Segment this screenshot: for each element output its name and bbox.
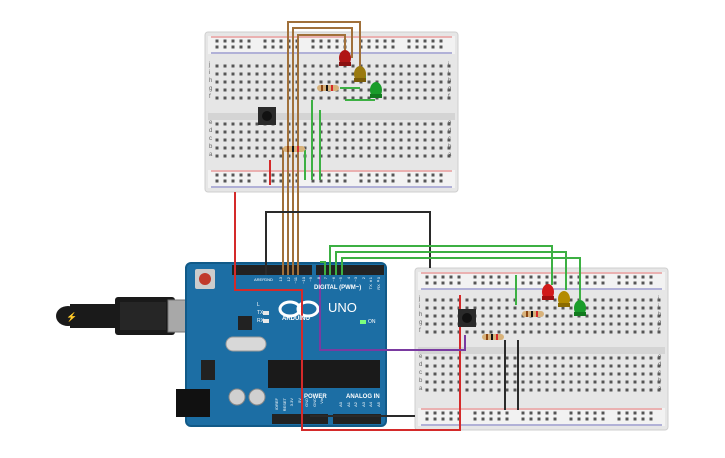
power-label: POWER (304, 394, 327, 400)
row-letter: i (658, 304, 660, 310)
gnd-label: GND (264, 277, 273, 282)
tx-label: TX (257, 310, 264, 316)
arduino-model-text: UNO (328, 300, 357, 315)
svg-text:⚡: ⚡ (66, 311, 77, 323)
row-letter: h (448, 78, 452, 84)
row-letter: e (658, 354, 662, 360)
led-green-top (370, 82, 382, 98)
digital-pin-label: 4 (345, 277, 351, 280)
row-letter: i (419, 304, 421, 310)
power-pin-label: IOREF (274, 398, 279, 411)
row-letter: h (658, 312, 662, 318)
row-letter: d (209, 128, 213, 134)
led-green-bottom (574, 300, 586, 316)
power-pin-label: 3.3V (289, 398, 294, 407)
breadboard-top[interactable] (204, 31, 459, 193)
digital-pin-label: 8 (315, 277, 321, 280)
power-pin-label: 5V (296, 398, 302, 403)
digital-pin-label: TX▸1 (368, 277, 373, 290)
arduino-uno[interactable] (176, 262, 387, 427)
bottom-components (458, 284, 586, 340)
row-letter: g (658, 320, 662, 326)
analog-pin-label: A3 (360, 402, 366, 407)
row-letter: i (209, 70, 211, 76)
digital-pin-label: RX◂0 (375, 277, 381, 290)
rx-label: RX (257, 318, 264, 324)
power-pin-label: RESET (281, 398, 287, 412)
row-letter: j (448, 62, 450, 68)
analog-pin-label: A2 (353, 402, 358, 407)
digital-pin-label: ~9 (308, 277, 313, 282)
digital-pin-label: ~5 (338, 277, 343, 282)
analog-label: ANALOG IN (346, 394, 380, 400)
row-letter: e (209, 120, 213, 126)
l-label: L (257, 302, 260, 308)
digital-pin-label: 12 (285, 277, 291, 282)
analog-pin-label: A0 (338, 402, 343, 407)
row-letter: j (658, 296, 660, 302)
row-letter: f (209, 94, 211, 100)
row-letter: b (419, 378, 423, 384)
led-red-bottom (542, 284, 554, 300)
row-letter: d (419, 362, 423, 368)
row-letter: i (448, 70, 450, 76)
row-letter: a (209, 152, 213, 158)
row-letter: h (419, 312, 423, 318)
breadboard-bottom[interactable] (414, 267, 669, 431)
row-letter: b (658, 378, 662, 384)
row-letter: f (448, 94, 450, 100)
row-letter: j (209, 62, 211, 68)
row-letter: g (448, 86, 452, 92)
row-letter: f (419, 328, 421, 334)
led-yellow-top (354, 66, 366, 82)
row-letter: a (448, 152, 452, 158)
led-yellow-bottom (558, 291, 570, 307)
row-letter: c (448, 136, 451, 142)
row-letter: j (419, 296, 421, 302)
row-letter: e (419, 354, 423, 360)
wires (234, 21, 581, 431)
row-letter: a (658, 386, 662, 392)
digital-pin-label: ~11 (293, 277, 298, 284)
led-red-top (339, 50, 351, 66)
aref-label: AREF (254, 277, 265, 282)
power-pin-label: Vin (319, 398, 324, 404)
digital-pin-label: 2 (360, 277, 366, 280)
row-letter: d (658, 362, 662, 368)
row-letter: b (209, 144, 213, 150)
analog-pin-label: A1 (345, 402, 351, 407)
arduino-logo-text: ARDUINO (282, 316, 310, 322)
row-letter: c (209, 136, 212, 142)
digital-label: DIGITAL (PWM~) (314, 285, 362, 291)
digital-pin-label: ~6 (330, 277, 336, 282)
analog-pin-label: A5 (375, 402, 381, 407)
power-pin-label: GND (304, 398, 309, 407)
row-letter: c (419, 370, 422, 376)
digital-pin-label: 7 (323, 277, 328, 280)
digital-pin-label: 13 (278, 277, 283, 282)
row-letter: g (419, 320, 423, 326)
power-pin-label: GND (311, 398, 317, 407)
row-letter: f (658, 328, 660, 334)
row-letter: c (658, 370, 661, 376)
row-letter: e (448, 120, 452, 126)
analog-pin-label: A4 (368, 402, 373, 407)
row-letter: g (209, 86, 213, 92)
digital-pin-label: ~10 (300, 277, 306, 284)
digital-pin-label: ~3 (353, 277, 358, 282)
row-letter: b (448, 144, 452, 150)
row-letter: d (448, 128, 452, 134)
top-components (258, 50, 382, 152)
row-letter: h (209, 78, 213, 84)
row-letter: a (419, 386, 423, 392)
on-label: ON (368, 319, 376, 325)
